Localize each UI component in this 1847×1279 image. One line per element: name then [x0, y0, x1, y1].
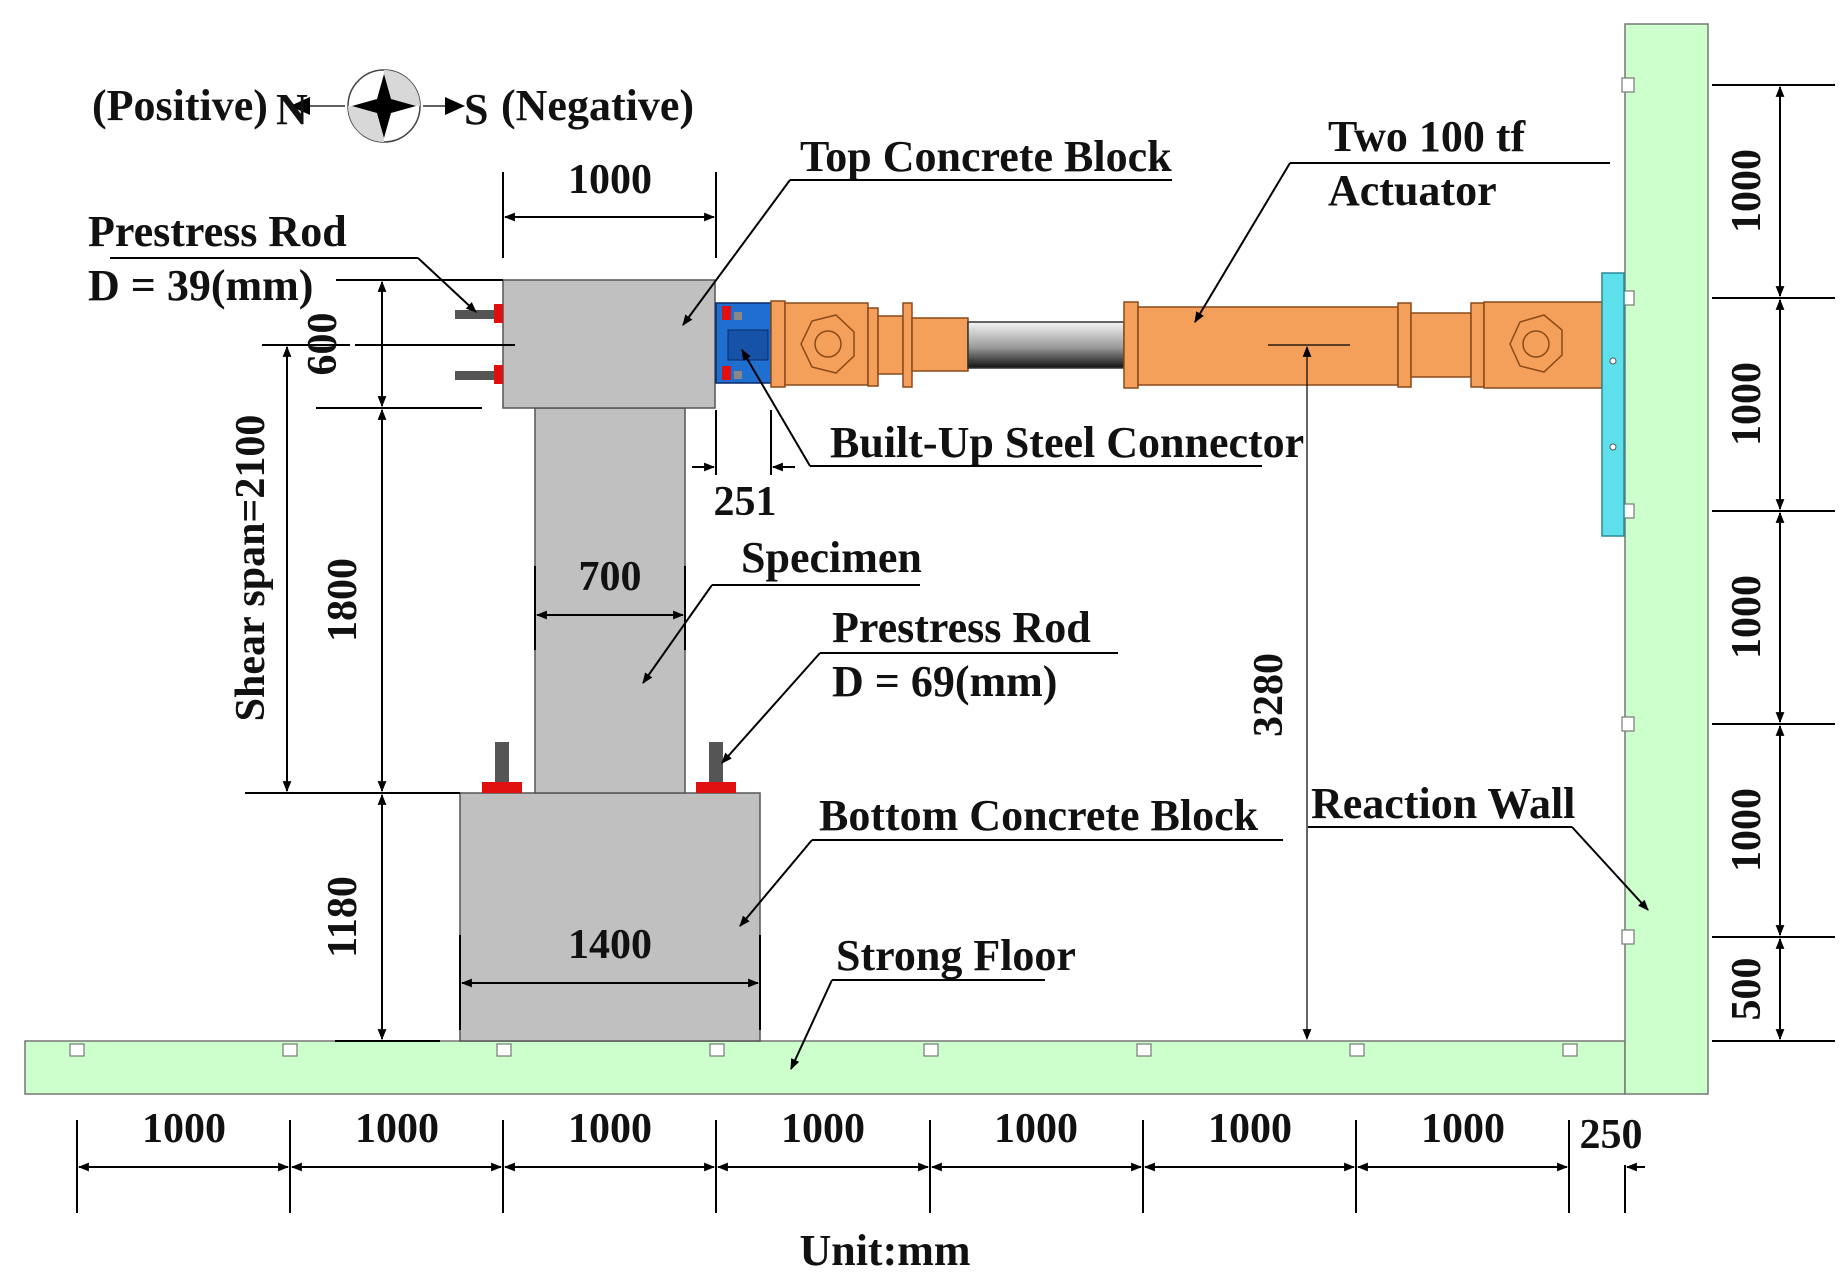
unit-label: Unit:mm	[799, 1226, 970, 1275]
dim-wall-5: 500	[1724, 958, 1770, 1021]
compass-negative: (Negative)	[501, 81, 694, 130]
label-strong-floor: Strong Floor	[836, 931, 1076, 980]
label-actuator-line2: Actuator	[1328, 166, 1497, 215]
dim-top-width: 1000	[568, 157, 652, 203]
bottom-prestress-rods	[482, 742, 736, 793]
wall-dimension-ticks	[1712, 84, 1835, 1042]
dim-shear-span: Shear span=2100	[228, 415, 274, 722]
dim-floor-1: 1000	[142, 1106, 226, 1152]
dim-floor-3: 1000	[568, 1106, 652, 1152]
dim-floor-6: 1000	[1208, 1106, 1292, 1152]
compass-south: S	[464, 85, 488, 134]
dim-wall-2: 1000	[1724, 362, 1770, 446]
label-reaction-wall: Reaction Wall	[1311, 779, 1575, 828]
strong-floor	[24, 1040, 1626, 1095]
label-bottom-block: Bottom Concrete Block	[819, 791, 1259, 840]
label-rod-top-line1: Prestress Rod	[88, 207, 347, 256]
dim-connector: 251	[714, 479, 777, 525]
specimen-column	[534, 407, 686, 794]
label-top-block: Top Concrete Block	[800, 132, 1172, 181]
dim-wall-3: 1000	[1724, 575, 1770, 659]
label-actuator-line1: Two 100 tf	[1328, 112, 1527, 161]
dim-wall-thickness: 250	[1580, 1112, 1643, 1158]
dim-actuator-height: 3280	[1246, 653, 1292, 737]
compass-north: N	[276, 85, 308, 134]
steel-connector	[715, 302, 772, 384]
dim-floor-7: 1000	[1421, 1106, 1505, 1152]
floor-dimension-ticks	[76, 1120, 1626, 1213]
reaction-wall	[1624, 23, 1709, 1095]
dim-bottom-height: 1180	[320, 876, 366, 958]
floor-anchor-holes	[69, 1043, 1578, 1057]
label-rod-bottom-line1: Prestress Rod	[832, 603, 1091, 652]
dim-wall-4: 1000	[1724, 788, 1770, 872]
top-concrete-block	[502, 279, 716, 409]
dim-bottom-width: 1400	[568, 922, 652, 968]
bottom-concrete-block	[459, 792, 761, 1042]
dim-wall-1: 1000	[1724, 149, 1770, 233]
dim-column-height: 1800	[320, 558, 366, 642]
label-rod-bottom-line2: D = 69(mm)	[832, 657, 1057, 706]
dim-floor-5: 1000	[994, 1106, 1078, 1152]
label-connector: Built-Up Steel Connector	[830, 418, 1304, 467]
dim-floor-4: 1000	[781, 1106, 865, 1152]
dim-floor-2: 1000	[355, 1106, 439, 1152]
label-specimen: Specimen	[741, 533, 922, 582]
actuator	[770, 300, 1603, 389]
label-rod-top-line2: D = 39(mm)	[88, 261, 313, 310]
top-prestress-rods	[455, 304, 503, 384]
dim-column-width: 700	[579, 554, 642, 600]
compass-positive: (Positive)	[92, 81, 268, 130]
compass-icon	[290, 69, 465, 143]
reaction-wall-plate	[1601, 272, 1625, 537]
